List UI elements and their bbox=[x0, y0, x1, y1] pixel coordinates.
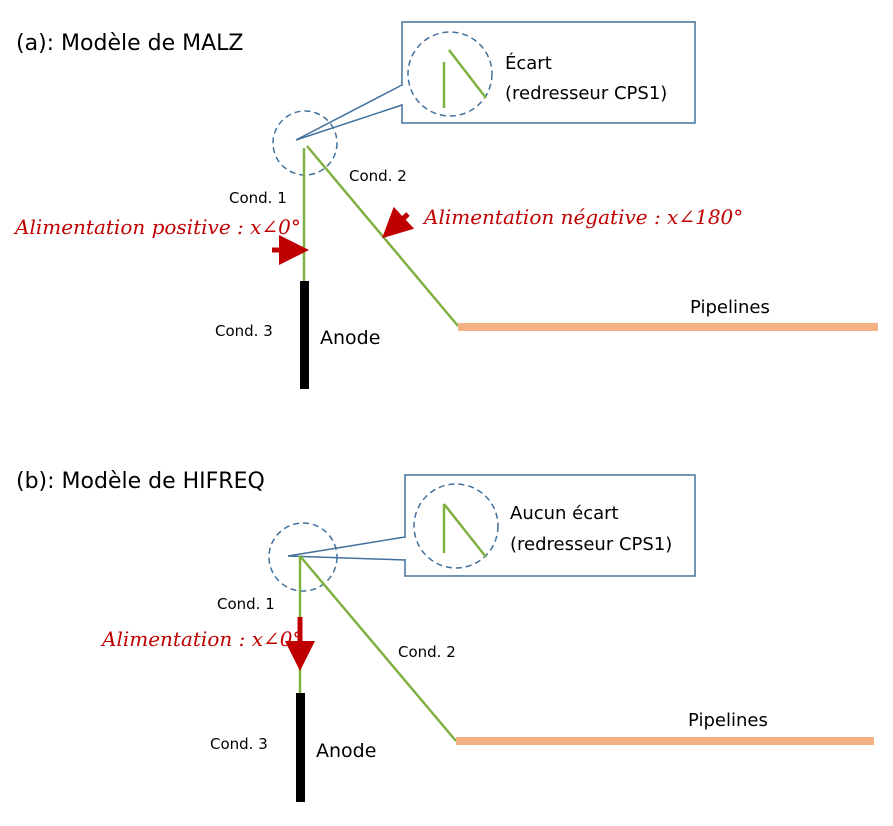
panel-a-pipeline bbox=[458, 323, 878, 331]
panel-b-feed: Alimentation : x∠0° bbox=[100, 627, 302, 651]
panel-b-callout-text-1: Aucun écart bbox=[510, 503, 619, 524]
panel-a-zoom-cond2 bbox=[448, 49, 487, 99]
panel-a-callout-text-2: (redresseur CPS1) bbox=[505, 83, 667, 104]
panel-a-feed-positive: Alimentation positive : x∠0° bbox=[13, 215, 301, 239]
panel-a-negative-arrow bbox=[382, 206, 415, 239]
panel-a-callout-text-1: Écart bbox=[505, 52, 552, 74]
panel-b-zoom-cond2 bbox=[443, 503, 487, 558]
panel-b-cond1-label: Cond. 1 bbox=[217, 595, 275, 613]
panel-a-pipelines-label: Pipelines bbox=[690, 297, 770, 318]
panel-a-cond2-label: Cond. 2 bbox=[349, 167, 407, 185]
panel-b-pipeline bbox=[456, 737, 874, 745]
panel-b-cond2-label: Cond. 2 bbox=[398, 643, 456, 661]
panel-a-anode-label: Anode bbox=[320, 327, 380, 349]
panel-b-anode bbox=[296, 693, 305, 802]
panel-a-anode bbox=[300, 281, 309, 389]
panel-b-zoom-circle bbox=[413, 483, 499, 569]
panel-a-callout-box bbox=[401, 21, 696, 124]
panel-b-callout-pointer-lower bbox=[287, 555, 406, 561]
panel-a: (a): Modèle de MALZ Écart (redresseur CP… bbox=[13, 21, 878, 389]
panel-b-cond3-label: Cond. 3 bbox=[210, 735, 268, 753]
panel-a-cond3-label: Cond. 3 bbox=[215, 322, 273, 340]
panel-b-callout-box bbox=[404, 474, 696, 577]
panel-b-callout-pointer-upper bbox=[287, 536, 406, 557]
panel-a-zoom-circle bbox=[407, 31, 493, 117]
panel-a-callout-pointer-lower bbox=[295, 104, 403, 141]
panel-b-cond2 bbox=[299, 555, 457, 742]
panel-a-callout-pointer-upper bbox=[295, 84, 403, 141]
panel-b-junction-circle bbox=[268, 522, 338, 592]
panel-b: (b): Modèle de HIFREQ Aucun écart (redre… bbox=[16, 469, 874, 802]
panel-b-title: (b): Modèle de HIFREQ bbox=[16, 469, 265, 494]
panel-b-callout-text-2: (redresseur CPS1) bbox=[510, 534, 672, 555]
panel-a-feed-negative: Alimentation négative : x∠180° bbox=[422, 205, 743, 229]
panel-a-title: (a): Modèle de MALZ bbox=[16, 31, 244, 56]
panel-b-anode-label: Anode bbox=[316, 740, 376, 762]
panel-a-cond1-label: Cond. 1 bbox=[229, 189, 287, 207]
panel-b-pipelines-label: Pipelines bbox=[688, 710, 768, 731]
